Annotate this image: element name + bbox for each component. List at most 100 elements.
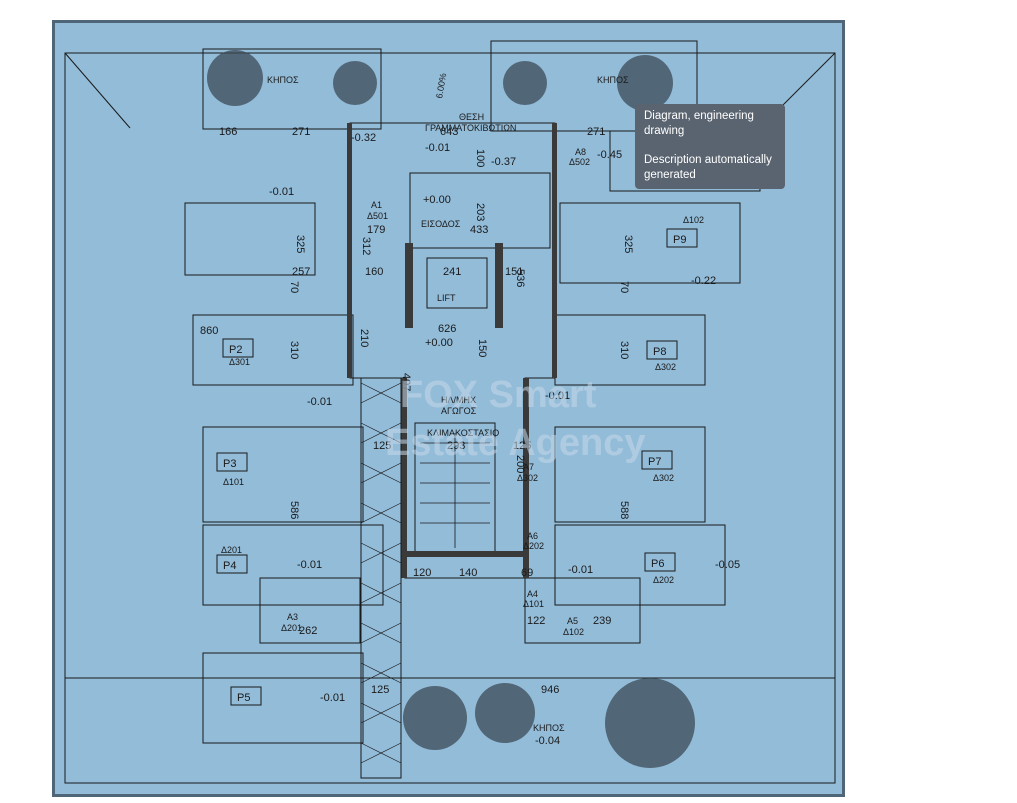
level-mark: -0.01 xyxy=(545,390,570,402)
garden-label: ΚΗΠΟΣ xyxy=(533,723,565,733)
svg-text:Δ201: Δ201 xyxy=(221,545,242,555)
tooltip-caption: Diagram, engineering drawing xyxy=(644,110,754,137)
svg-text:Δ301: Δ301 xyxy=(229,357,250,367)
garden-label: ΚΗΠΟΣ xyxy=(597,75,629,85)
dimension: 179 xyxy=(367,224,385,236)
svg-text:Δ102: Δ102 xyxy=(563,627,584,637)
dimension: 643 xyxy=(440,126,458,138)
parking-label: P8 xyxy=(653,346,666,358)
dimension: 312 xyxy=(360,237,372,255)
garden-area-left xyxy=(202,48,382,130)
ramp-hatch xyxy=(360,377,402,779)
shrub xyxy=(207,50,263,106)
entrance-label: ΕΙΣΟΔΟΣ xyxy=(421,219,461,229)
plot-boundary xyxy=(64,52,836,784)
parking-label: P2 xyxy=(229,344,242,356)
svg-text:Δ302: Δ302 xyxy=(655,362,676,372)
mailbox-label: ΘΕΣΗ xyxy=(459,112,484,122)
svg-text:ΑΓΩΓΟΣ: ΑΓΩΓΟΣ xyxy=(441,406,477,416)
dimension: 122 xyxy=(527,615,545,627)
svg-text:Δ101: Δ101 xyxy=(523,599,544,609)
dimension: 69 xyxy=(521,567,533,579)
dimension: 160 xyxy=(365,266,383,278)
dimension: 271 xyxy=(587,126,605,138)
dimension: 536 xyxy=(514,269,526,287)
svg-text:Δ102: Δ102 xyxy=(683,215,704,225)
level-mark: -0.01 xyxy=(425,142,450,154)
svg-text:Δ302: Δ302 xyxy=(653,473,674,483)
unit-label: A3 xyxy=(287,612,298,622)
level-mark: -0.04 xyxy=(535,735,560,747)
slope-label: 6.00% xyxy=(434,72,448,99)
dimension: 860 xyxy=(200,325,218,337)
dimension: 433 xyxy=(470,224,488,236)
dimension: 166 xyxy=(219,126,237,138)
watermark: Estate Agency xyxy=(385,422,645,464)
dimension: 586 xyxy=(288,501,300,519)
dimension: 293 xyxy=(447,440,465,452)
parking-label: P4 xyxy=(223,560,236,572)
lift-label: LIFT xyxy=(437,293,456,303)
dimension: 200 xyxy=(514,455,526,473)
dimension: 626 xyxy=(438,323,456,335)
unit-label: A5 xyxy=(567,616,578,626)
dimension: 407 xyxy=(400,373,412,391)
parking-label: P5 xyxy=(237,692,250,704)
svg-text:Δ202: Δ202 xyxy=(653,575,674,585)
elec-shaft-label: ΗΛ/ΜΗΧ xyxy=(441,395,476,405)
dimension: 120 xyxy=(413,567,431,579)
dimension: 125 xyxy=(371,684,389,696)
unit-label: A1 xyxy=(371,200,382,210)
dimension: 70 xyxy=(288,281,300,293)
garden-label: ΚΗΠΟΣ xyxy=(267,75,299,85)
svg-text:Δ201: Δ201 xyxy=(281,623,302,633)
svg-text:Δ502: Δ502 xyxy=(569,157,590,167)
level-mark: -0.45 xyxy=(597,149,622,161)
dimension: 257 xyxy=(292,266,310,278)
dimension: 140 xyxy=(459,567,477,579)
tooltip-note: Description automatically generated xyxy=(644,154,772,181)
dimension: 150 xyxy=(476,339,488,357)
unit-label: A7 xyxy=(523,462,534,472)
dimension: 100 xyxy=(474,149,486,167)
watermark: FOX Smart xyxy=(400,374,597,416)
dimension: 239 xyxy=(593,615,611,627)
svg-text:Δ101: Δ101 xyxy=(223,477,244,487)
parking-label: P9 xyxy=(673,234,686,246)
level-mark: -0.01 xyxy=(297,559,322,571)
dimension: 271 xyxy=(292,126,310,138)
dimension: 125 xyxy=(373,440,391,452)
unit-label: A4 xyxy=(527,589,538,599)
svg-text:Δ202: Δ202 xyxy=(523,541,544,551)
dimension: 151 xyxy=(505,266,523,278)
alt-text-tooltip: Diagram, engineering drawing Description… xyxy=(635,104,785,189)
dimension: 946 xyxy=(541,684,559,696)
dimension: 310 xyxy=(618,341,630,359)
dimension: 125 xyxy=(513,440,531,452)
unit-label: A6 xyxy=(527,531,538,541)
level-mark: -0.01 xyxy=(307,396,332,408)
level-mark: -0.01 xyxy=(320,692,345,704)
dimension: 325 xyxy=(622,235,634,253)
level-mark: -0.01 xyxy=(269,186,294,198)
dimension: 203 xyxy=(474,203,486,221)
level-mark: -0.22 xyxy=(691,275,716,287)
garden-area-right xyxy=(490,40,698,132)
parking-label: P6 xyxy=(651,558,664,570)
dimension: 241 xyxy=(443,266,461,278)
dimension: 310 xyxy=(288,341,300,359)
level-mark: -0.37 xyxy=(491,156,516,168)
parking-label: P7 xyxy=(648,456,661,468)
svg-text:ΓΡΑΜΜΑΤΟΚΙΒΩΤΙΩΝ: ΓΡΑΜΜΑΤΟΚΙΒΩΤΙΩΝ xyxy=(425,123,516,133)
dimension: 588 xyxy=(618,501,630,519)
dimension: 325 xyxy=(294,235,306,253)
lift-shaft xyxy=(426,257,488,309)
dimension: 210 xyxy=(358,329,370,347)
svg-text:Δ501: Δ501 xyxy=(367,211,388,221)
level-mark: +0.00 xyxy=(423,194,451,206)
svg-text:Δ302: Δ302 xyxy=(517,473,538,483)
dimension: 262 xyxy=(299,625,317,637)
dimension: 70 xyxy=(618,281,630,293)
unit-label: A8 xyxy=(575,147,586,157)
parking-label: P3 xyxy=(223,458,236,470)
